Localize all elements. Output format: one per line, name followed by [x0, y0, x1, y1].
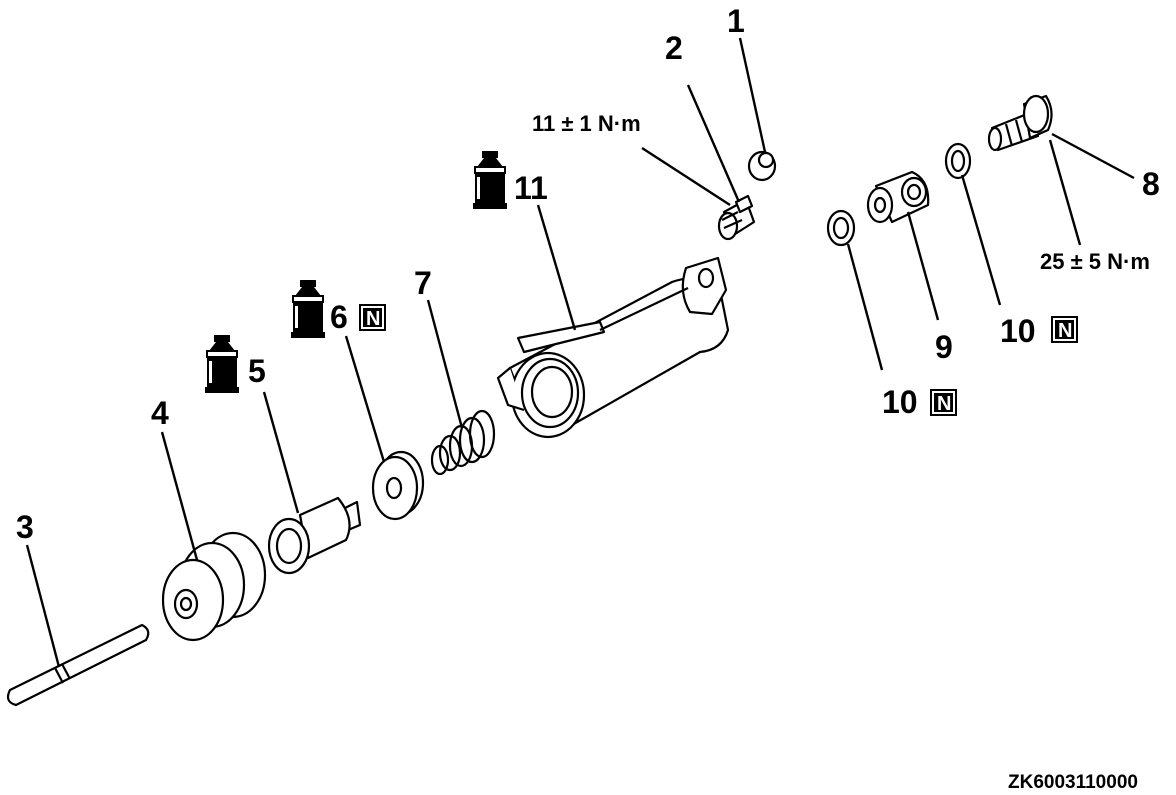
- callout-1: 1: [727, 3, 745, 39]
- grease-tube-icon: [472, 150, 508, 210]
- new-part-mark-label: N: [1058, 320, 1072, 342]
- new-part-mark-label: N: [937, 393, 951, 415]
- new-part-icon: N: [930, 389, 957, 416]
- callout-4: 4: [151, 395, 169, 431]
- piston: [267, 496, 362, 575]
- bleeder-cap: [747, 150, 777, 182]
- callout-10-left: 10: [882, 384, 918, 420]
- callout-5: 5: [248, 353, 266, 389]
- piston-seal: [371, 450, 425, 521]
- callout-9: 9: [935, 329, 953, 365]
- gasket-right: [944, 142, 972, 180]
- callout-2: 2: [665, 30, 683, 66]
- torque-spec-union-bolt: 25 ± 5 N·m: [1040, 249, 1150, 274]
- figure-code: ZK6003110000: [1008, 772, 1138, 793]
- return-spring: [430, 409, 496, 476]
- new-part-icon: N: [1051, 316, 1078, 343]
- union-fitting: [866, 170, 930, 224]
- torque-spec-bleeder: 11 ± 1 N·m: [532, 111, 641, 136]
- new-part-icon: N: [359, 304, 386, 331]
- callout-11: 11: [514, 170, 548, 206]
- callout-8: 8: [1142, 166, 1160, 202]
- callout-10-right: 10: [1000, 313, 1036, 349]
- new-part-mark-label: N: [366, 308, 380, 330]
- grease-tube-icon: [204, 334, 240, 394]
- callout-3: 3: [16, 509, 34, 545]
- callout-6: 6: [330, 299, 348, 335]
- bleeder-screw: [717, 194, 756, 241]
- grease-tube-icon: [290, 279, 326, 339]
- union-bolt: [987, 94, 1053, 152]
- push-rod: [6, 623, 150, 707]
- leader-lines: [25, 37, 1135, 668]
- piston-cup: [161, 531, 267, 642]
- release-cylinder-body: [496, 256, 730, 439]
- callout-7: 7: [414, 265, 432, 301]
- gasket-left: [826, 209, 856, 247]
